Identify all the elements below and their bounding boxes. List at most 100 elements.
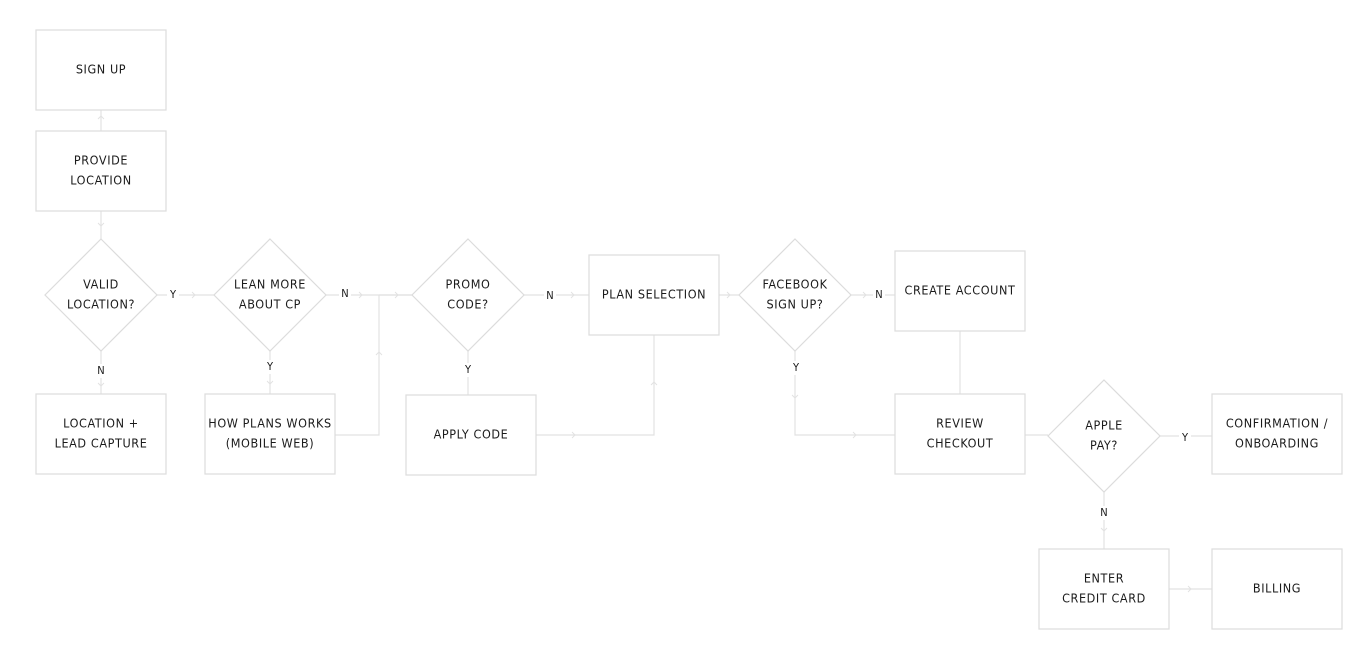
node-label: CREDIT CARD: [1062, 591, 1146, 606]
decision-diamond: [411, 238, 525, 352]
decision-diamond: [738, 238, 852, 352]
node-label: ENTER: [1084, 571, 1124, 586]
node-label: VALID: [83, 277, 119, 292]
node-provide-location: PROVIDE LOCATION: [35, 130, 167, 212]
node-label: LEAN MORE: [234, 277, 306, 292]
node-label: CREATE ACCOUNT: [905, 283, 1016, 298]
label-background: [462, 363, 474, 377]
edge-label-promo-no: N: [546, 289, 553, 302]
edge-label-learn-no: N: [341, 287, 348, 300]
label-background: [167, 288, 179, 302]
node-label: ONBOARDING: [1235, 436, 1319, 451]
node-facebook-sign-up: FACEBOOK SIGN UP?: [738, 238, 852, 352]
arrow-chevron-icon: [650, 381, 658, 386]
node-sign-up: SIGN UP: [35, 29, 167, 111]
node-label: LOCATION +: [63, 416, 139, 431]
node-apple-pay: APPLE PAY?: [1047, 379, 1161, 493]
edge-label-valid-no: N: [97, 364, 104, 377]
node-label: LOCATION?: [67, 297, 135, 312]
node-label: SIGN UP: [76, 62, 126, 77]
node-label: LOCATION: [70, 173, 131, 188]
node-label: PLAN SELECTION: [602, 287, 706, 302]
node-label: BILLING: [1253, 581, 1301, 596]
arrow-chevron-icon: [852, 431, 857, 439]
node-plan-selection: PLAN SELECTION: [588, 254, 720, 336]
process-box: [204, 393, 336, 475]
process-box: [588, 254, 720, 336]
process-box: [1211, 548, 1343, 630]
label-background: [1179, 431, 1191, 445]
node-label: APPLE: [1085, 418, 1123, 433]
arrow-chevron-icon: [1187, 585, 1192, 593]
node-apply-code: APPLY CODE: [405, 394, 537, 476]
decision-diamond: [213, 238, 327, 352]
edge-label-facebook-yes: Y: [792, 361, 800, 374]
node-label: HOW PLANS WORKS: [208, 416, 331, 431]
node-label: PAY?: [1090, 438, 1118, 453]
process-box: [894, 250, 1026, 332]
connector-line: [335, 295, 380, 436]
node-learn-more: LEAN MORE ABOUT CP: [213, 238, 327, 352]
node-billing: BILLING: [1211, 548, 1343, 630]
arrow-chevron-icon: [571, 431, 576, 439]
process-box: [894, 393, 1026, 475]
node-create-account: CREATE ACCOUNT: [894, 250, 1026, 332]
node-label: PROMO: [446, 277, 491, 292]
arrow-chevron-icon: [1100, 527, 1108, 532]
process-box: [35, 130, 167, 212]
arrow-chevron-icon: [394, 291, 399, 299]
label-background: [1098, 506, 1110, 520]
edge-label-apple-yes: Y: [1181, 431, 1189, 444]
label-background: [544, 289, 556, 303]
node-label: PROVIDE: [74, 153, 128, 168]
arrow-chevron-icon: [570, 291, 575, 299]
node-confirmation-onboarding: CONFIRMATION / ONBOARDING: [1211, 393, 1343, 475]
node-enter-credit-card: ENTER CREDIT CARD: [1038, 548, 1170, 630]
decision-diamond: [1047, 379, 1161, 493]
process-box: [405, 394, 537, 476]
node-label: FACEBOOK: [762, 277, 827, 292]
arrow-chevron-icon: [791, 394, 799, 399]
connector-line: [794, 351, 895, 436]
process-box: [35, 393, 167, 475]
edge-label-learn-yes: Y: [266, 360, 274, 373]
arrow-chevron-icon: [97, 382, 105, 387]
nodes: SIGN UP PROVIDE LOCATION VALID LOCATION? LOCA…: [35, 29, 1343, 630]
node-how-plans-works: HOW PLANS WORKS (MOBILE WEB): [204, 393, 336, 475]
arrow-chevron-icon: [862, 291, 867, 299]
connector-line: [536, 335, 655, 436]
label-background: [339, 287, 351, 301]
edge-label-promo-yes: Y: [464, 363, 472, 376]
node-label: CODE?: [447, 297, 488, 312]
label-background: [95, 364, 107, 378]
edge-label-facebook-no: N: [875, 288, 882, 301]
arrow-chevron-icon: [97, 222, 105, 227]
label-background: [264, 360, 276, 374]
decision-diamond: [44, 238, 158, 352]
label-background: [790, 361, 802, 375]
process-box: [1038, 548, 1170, 630]
node-label: CONFIRMATION /: [1226, 416, 1328, 431]
node-label: ABOUT CP: [239, 297, 301, 312]
node-label: APPLY CODE: [434, 427, 509, 442]
arrow-chevron-icon: [97, 115, 105, 120]
arrow-chevron-icon: [358, 291, 363, 299]
edges: [97, 110, 1213, 593]
node-location-lead-capture: LOCATION + LEAD CAPTURE: [35, 393, 167, 475]
node-label: LEAD CAPTURE: [55, 436, 148, 451]
node-label: SIGN UP?: [767, 297, 824, 312]
arrow-chevron-icon: [266, 380, 274, 385]
process-box: [35, 29, 167, 111]
node-valid-location: VALID LOCATION?: [44, 238, 158, 352]
arrow-chevron-icon: [726, 291, 731, 299]
arrow-chevron-icon: [375, 351, 383, 356]
label-background: [873, 288, 885, 302]
edge-label-valid-yes: Y: [169, 288, 177, 301]
node-label: (MOBILE WEB): [226, 436, 314, 451]
node-promo-code: PROMO CODE?: [411, 238, 525, 352]
arrow-chevron-icon: [191, 291, 196, 299]
process-box: [1211, 393, 1343, 475]
